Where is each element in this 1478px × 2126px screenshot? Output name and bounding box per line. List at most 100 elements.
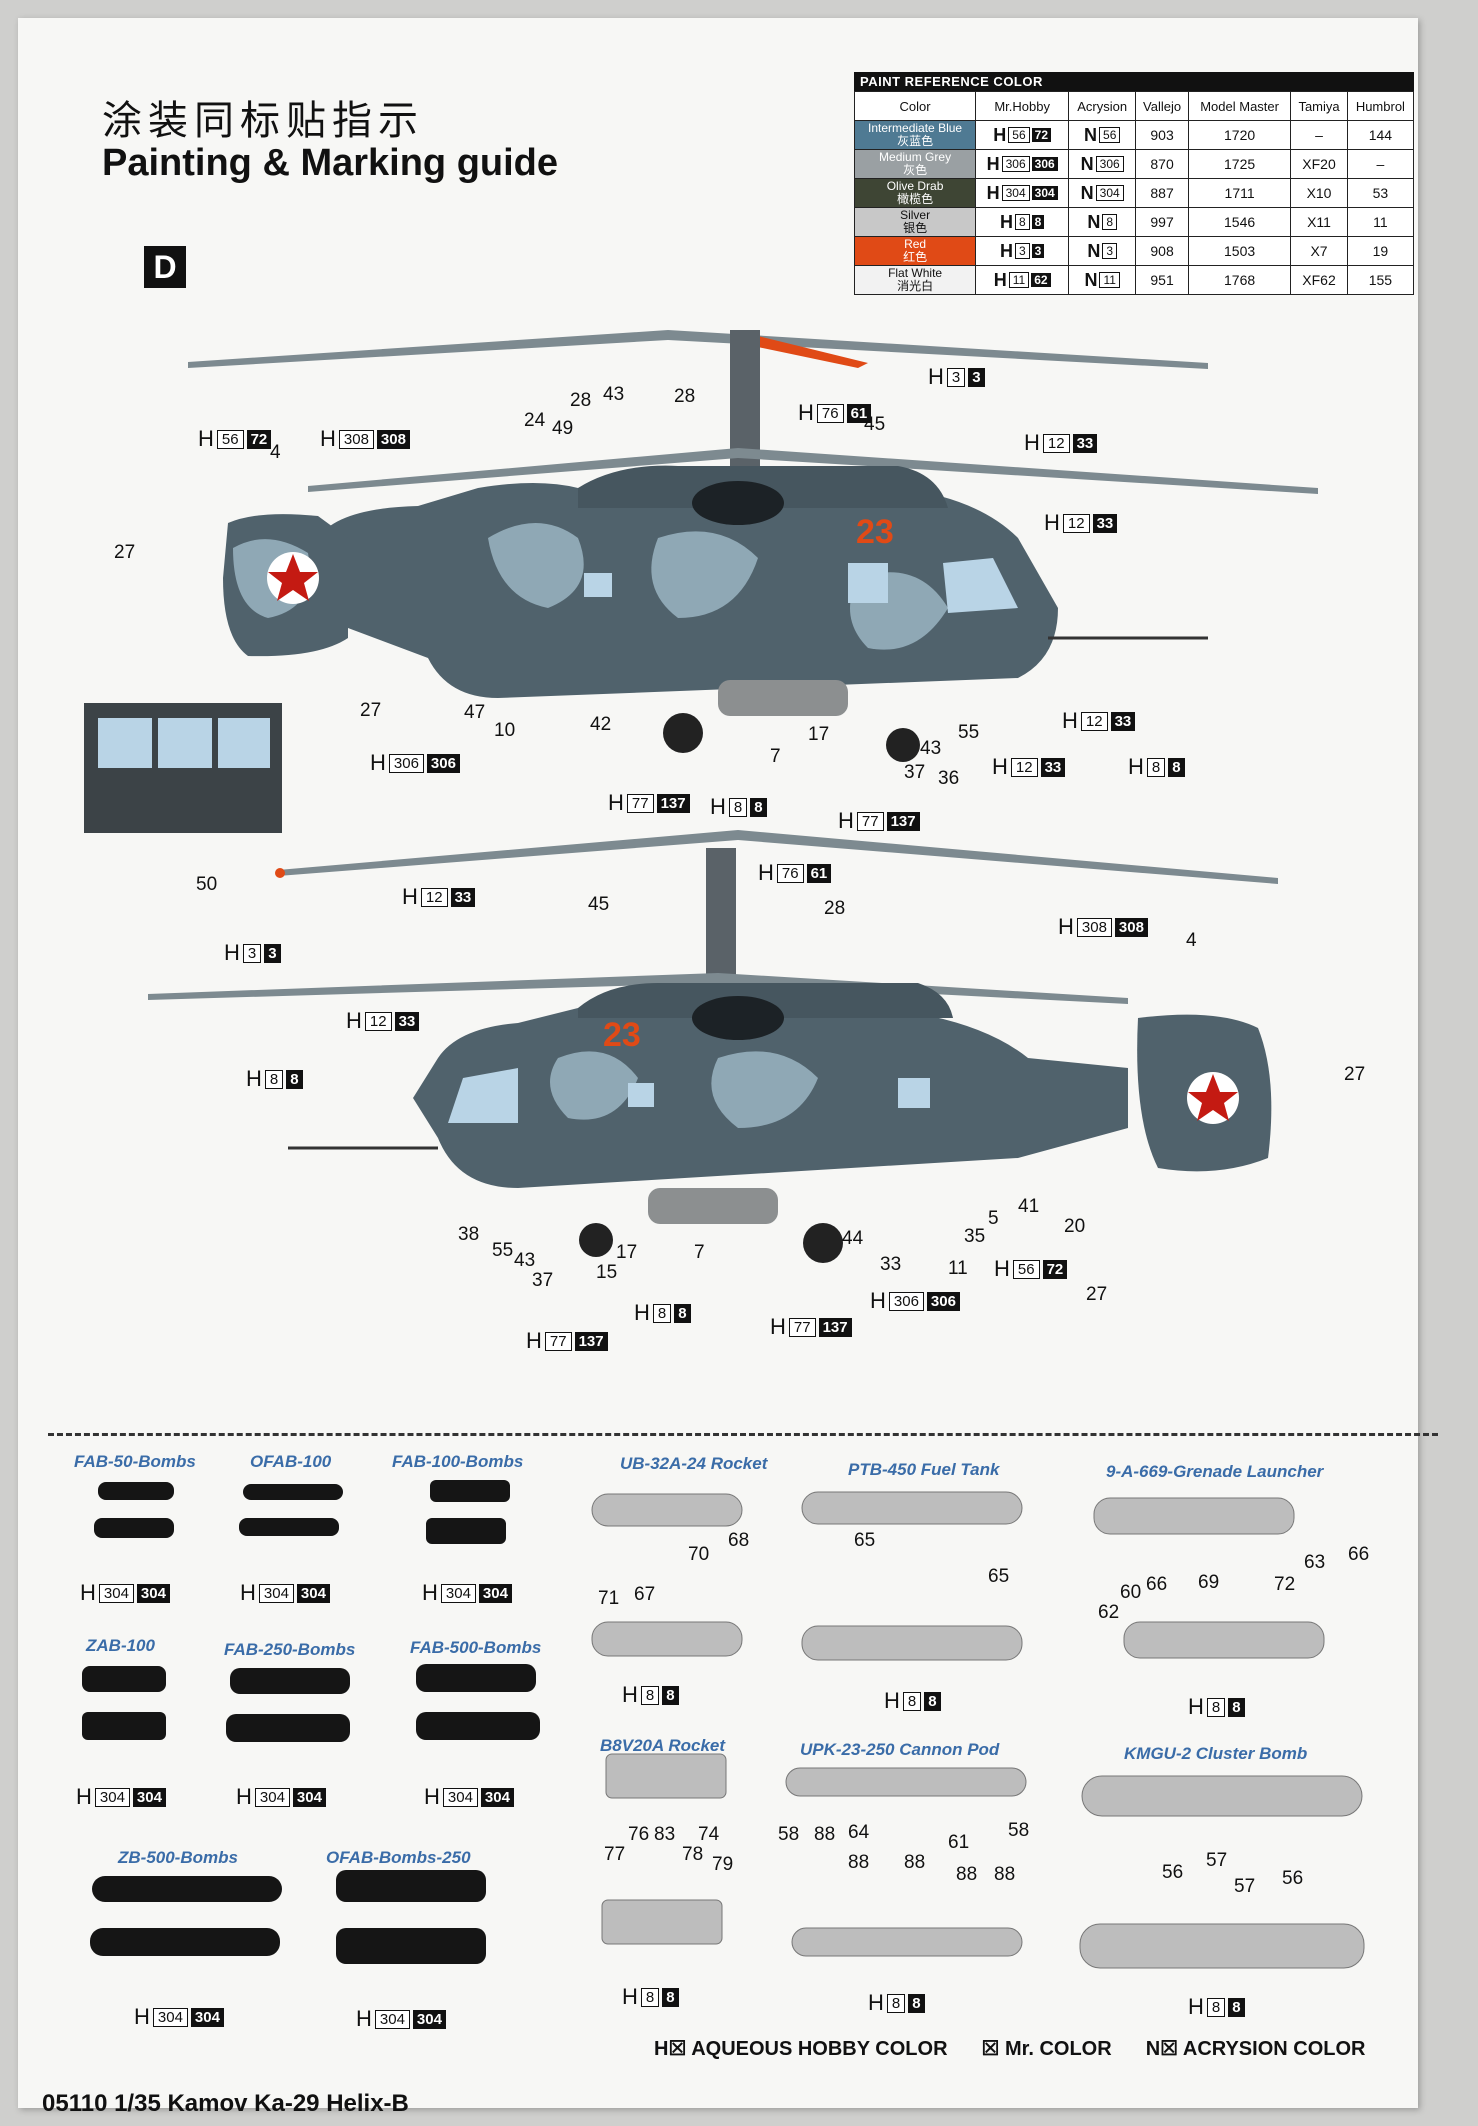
- rocket-pod-icon: [591, 1493, 743, 1527]
- vallejo-code: 908: [1135, 236, 1189, 266]
- part-number: 74: [698, 1824, 720, 1845]
- camo-patch: [651, 531, 758, 618]
- col-tamiya: Tamiya: [1290, 91, 1348, 121]
- part-number: 49: [552, 418, 574, 439]
- model-master-code: 1720: [1187, 120, 1292, 150]
- part-number: 56: [1282, 1868, 1304, 1889]
- fuel-tank: [648, 1188, 778, 1224]
- model-master-code: 1725: [1187, 149, 1292, 179]
- legend-acrysion: N☒ ACRYSION COLOR: [1145, 2038, 1366, 2060]
- part-number: 70: [688, 1544, 710, 1565]
- camo-patch: [488, 523, 584, 608]
- fuel-tank-icon: [801, 1491, 1023, 1525]
- part-number: 45: [588, 894, 610, 915]
- part-number: 71: [598, 1588, 620, 1609]
- part-number: 17: [808, 724, 830, 745]
- title-chinese: 涂装同标贴指示: [102, 98, 424, 144]
- bomb-icon: [426, 1518, 506, 1544]
- weapon-name: OFAB-Bombs-250: [326, 1848, 471, 1867]
- paint-reference-table: PAINT REFERENCE COLOR Color Mr.Hobby Acr…: [853, 72, 1415, 295]
- section-divider: [48, 1433, 1438, 1436]
- part-number: 33: [880, 1254, 902, 1275]
- part-number: 83: [654, 1824, 676, 1845]
- part-number: 56: [1162, 1862, 1184, 1883]
- instruction-sheet: 涂装同标贴指示 Painting & Marking guide D PAINT…: [18, 18, 1438, 2117]
- nose-wheel: [579, 1223, 613, 1257]
- weapon-name: 9-A-669-Grenade Launcher: [1106, 1462, 1324, 1481]
- fuselage-number: 23: [856, 513, 894, 551]
- engine-intake: [692, 996, 784, 1040]
- part-number: 77: [604, 1844, 626, 1865]
- cannon-pod-icon: [791, 1927, 1023, 1957]
- part-number: 27: [1086, 1284, 1108, 1305]
- part-number: 15: [596, 1262, 618, 1283]
- helicopter-side-left: 23: [148, 830, 1278, 1263]
- rotor-mast: [706, 848, 736, 998]
- paint-table-title: PAINT REFERENCE COLOR: [854, 72, 1414, 91]
- part-number: 47: [464, 702, 486, 723]
- weapon-name: OFAB-100: [250, 1452, 332, 1471]
- col-color: Color: [853, 91, 977, 121]
- part-number: 88: [994, 1864, 1016, 1885]
- color-legend: H☒ AQUEOUS HOBBY COLOR ☒ Mr. COLOR N☒ AC…: [654, 2036, 1365, 2061]
- part-number: 58: [778, 1824, 800, 1845]
- part-number: 27: [360, 700, 382, 721]
- lower-rotor-blades: [148, 973, 1128, 1004]
- fuselage-number: 23: [603, 1016, 641, 1054]
- part-number: 79: [712, 1854, 734, 1875]
- part-number: 65: [854, 1530, 876, 1551]
- bomb-icon: [82, 1666, 166, 1692]
- humbrol-code: –: [1346, 149, 1415, 179]
- inset-window: [158, 718, 212, 768]
- main-wheel: [803, 1223, 843, 1263]
- weapon-name: UPK-23-250 Cannon Pod: [800, 1740, 1000, 1759]
- red-star-insignia: [1188, 1074, 1238, 1121]
- part-number: 88: [848, 1852, 870, 1873]
- rotor-tip-red: [275, 868, 285, 878]
- tamiya-code: –: [1290, 120, 1348, 150]
- tamiya-code: XF62: [1290, 265, 1348, 295]
- part-number: 50: [196, 874, 218, 895]
- part-number: 76: [628, 1824, 650, 1845]
- col-humbrol: Humbrol: [1346, 91, 1415, 121]
- bomb-icon: [82, 1712, 166, 1740]
- humbrol-code: 19: [1346, 236, 1415, 266]
- bomb-icon: [336, 1870, 486, 1902]
- part-number: 27: [1344, 1064, 1366, 1085]
- cabin-window: [628, 1083, 654, 1107]
- part-number: 65: [988, 1566, 1010, 1587]
- part-number: 62: [1098, 1602, 1120, 1623]
- cockpit-window: [448, 1068, 518, 1123]
- part-number: 36: [938, 768, 960, 789]
- bomb-icon: [430, 1480, 510, 1502]
- helicopter-drawings: 23 23: [84, 330, 1318, 1263]
- part-number: 28: [674, 386, 696, 407]
- rocket-pod-icon: [605, 1753, 727, 1799]
- nose-wheel: [886, 728, 920, 762]
- cabin-window: [898, 1078, 930, 1108]
- part-number: 78: [682, 1844, 704, 1865]
